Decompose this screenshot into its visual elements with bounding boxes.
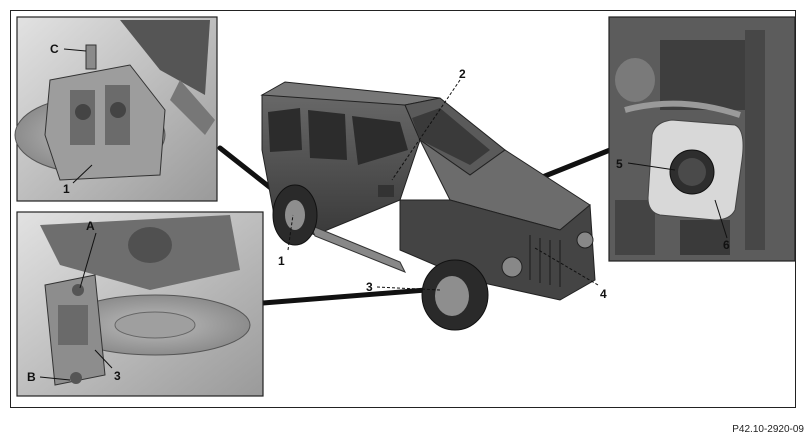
callout-5: 5	[616, 157, 623, 171]
callout-3-caliper: 3	[114, 369, 121, 383]
callout-a: A	[86, 219, 95, 233]
callout-1-vehicle: 1	[278, 254, 285, 268]
pointer-bar-bottom-left	[260, 287, 429, 306]
callout-c: C	[50, 42, 59, 56]
figure-reference: P42.10-2920-09	[732, 424, 804, 435]
inset-photo-caliper-bottom: A B 3	[16, 211, 264, 397]
vehicle-illustration: 2 1 3 4	[260, 67, 607, 331]
inset-photo-reservoir: 5 6	[608, 16, 796, 262]
inset-photo-caliper-top: C 1	[14, 16, 218, 202]
callout-3-vehicle: 3	[366, 280, 373, 294]
callout-4: 4	[600, 287, 607, 301]
callout-b: B	[27, 370, 36, 384]
callout-1-caliper: 1	[63, 182, 70, 196]
callout-2: 2	[459, 67, 466, 81]
callout-6: 6	[723, 238, 730, 252]
